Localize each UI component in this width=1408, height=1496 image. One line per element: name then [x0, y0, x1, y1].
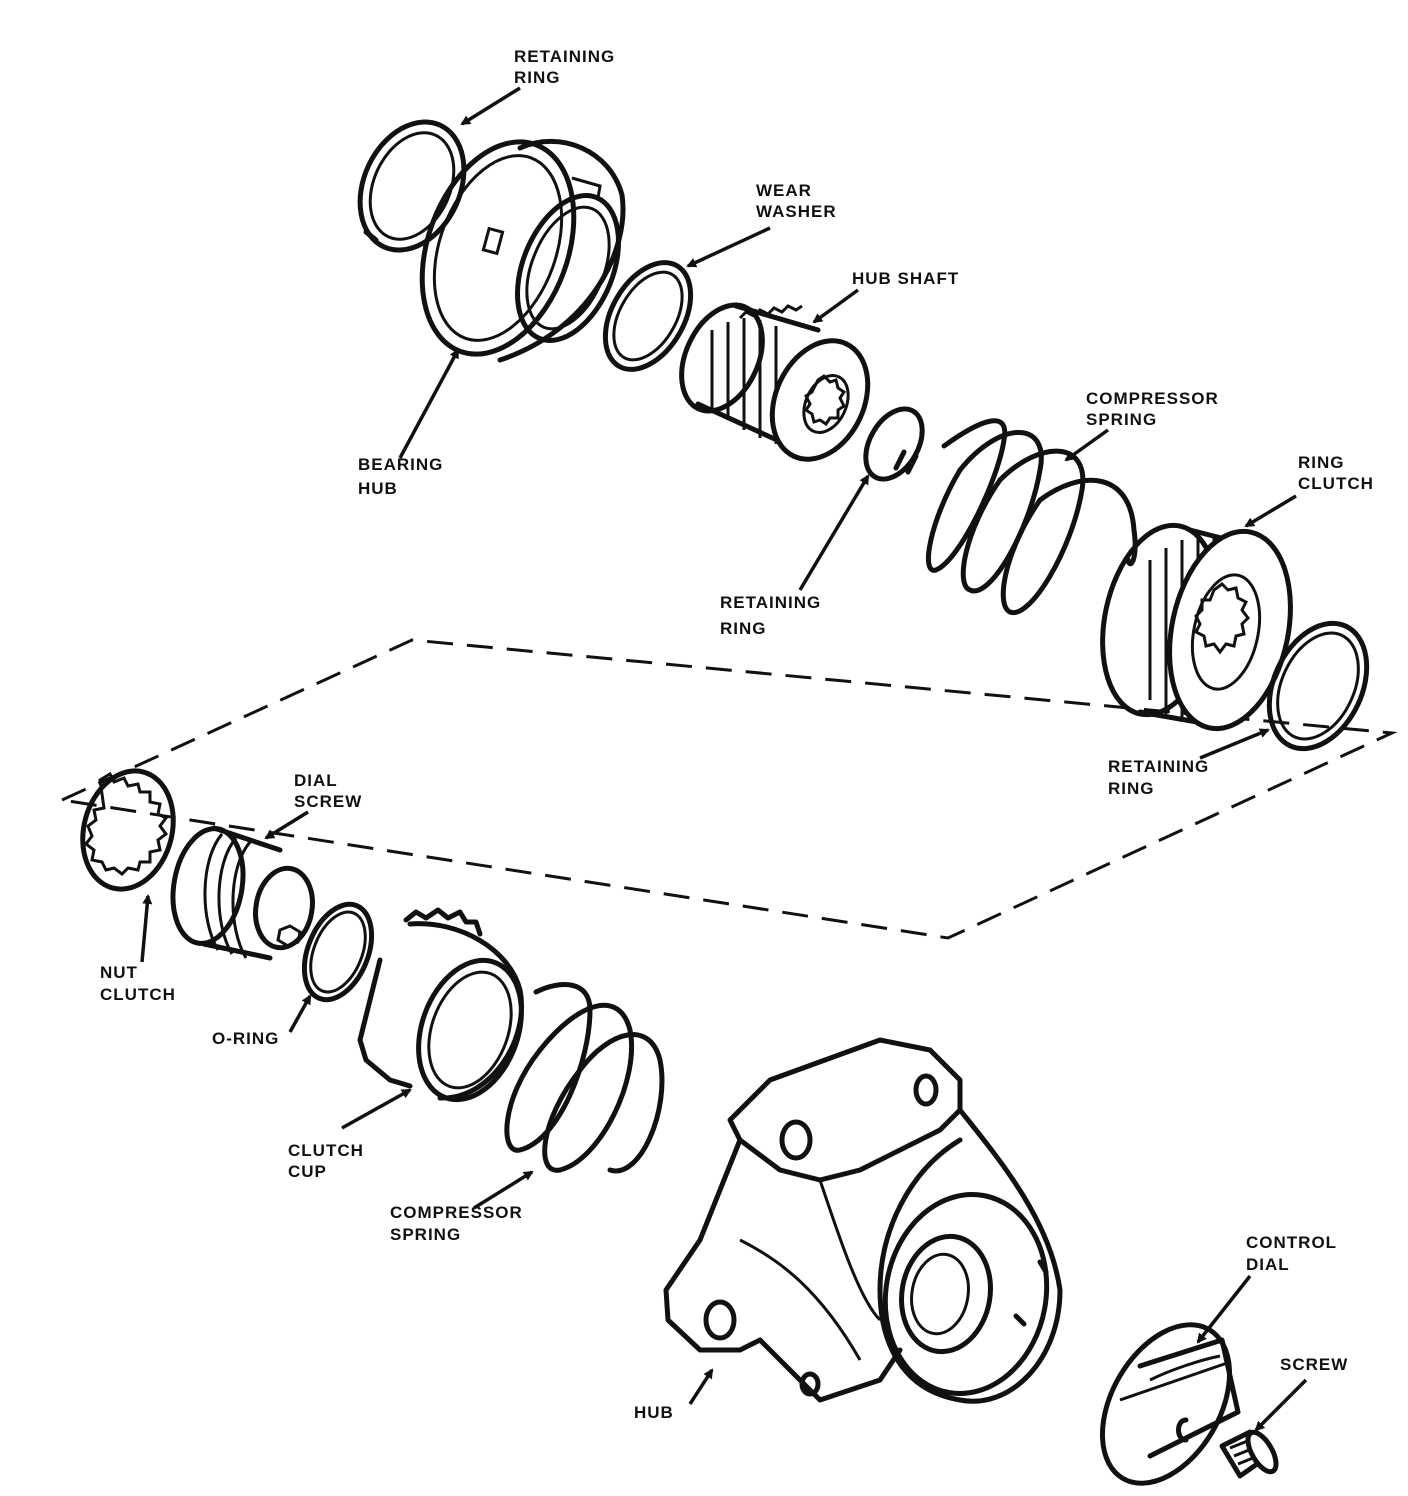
label-hub-shaft: HUB SHAFT	[852, 269, 959, 288]
nut-clutch-part	[80, 768, 176, 892]
control-dial-part	[1099, 1322, 1241, 1486]
hub-housing-part	[663, 1037, 1063, 1404]
compressor-spring-bottom-part	[504, 982, 665, 1174]
label-hub: HUB	[634, 1403, 674, 1422]
hub-shaft-part	[679, 302, 871, 462]
compressor-spring-top-part	[925, 418, 1138, 615]
assembly-dashed-outline	[56, 638, 1398, 940]
wear-washer-part	[602, 260, 694, 372]
clutch-cup-part	[357, 907, 524, 1103]
bearing-hub-part	[419, 138, 626, 363]
leader-lines	[140, 86, 1308, 1432]
retaining-ring-top-part	[357, 119, 467, 253]
ring-clutch-part	[1100, 522, 1293, 732]
label-screw: SCREW	[1280, 1355, 1348, 1374]
retaining-ring-snap-part	[863, 406, 925, 482]
o-ring-part	[301, 901, 375, 1003]
retaining-ring-right-part	[1266, 620, 1370, 752]
dial-screw-part	[170, 825, 315, 961]
screw-part	[1219, 1429, 1279, 1479]
label-o-ring: O-RING	[212, 1029, 279, 1048]
